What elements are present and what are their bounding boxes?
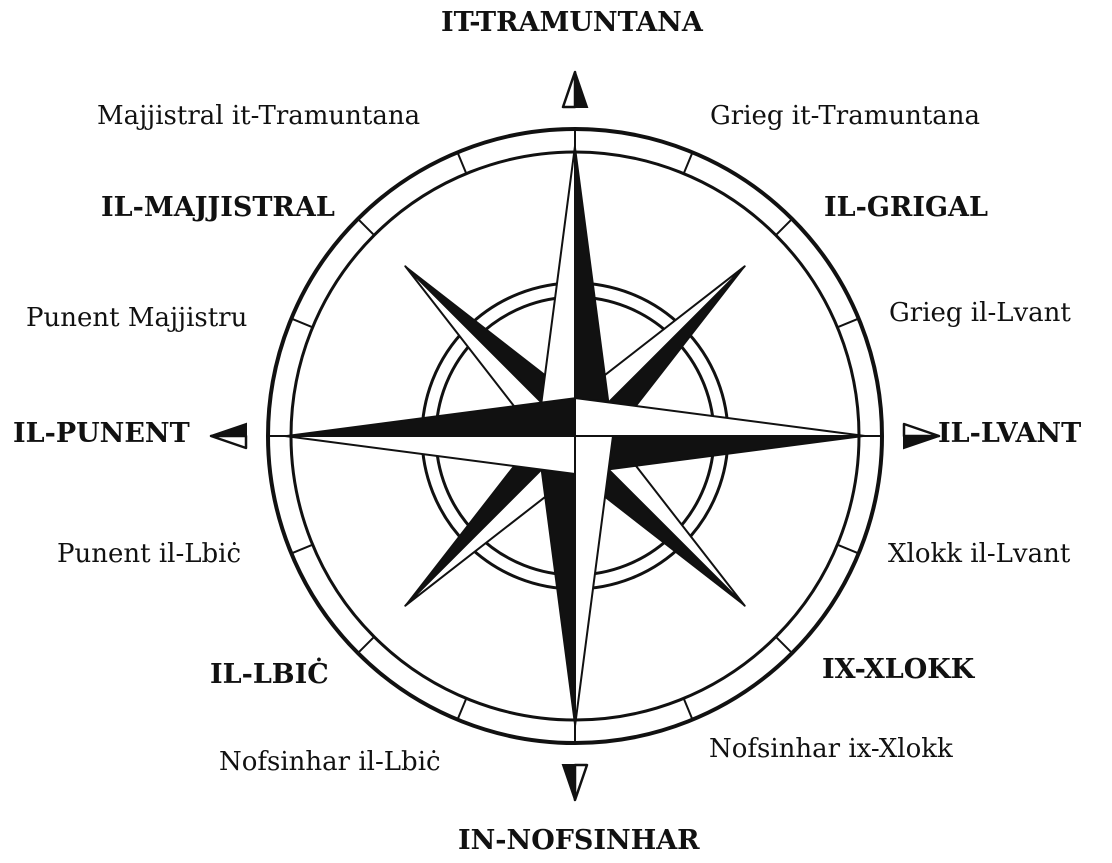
label-east: IL-LVANT	[938, 419, 1081, 449]
tick-mark	[837, 545, 858, 554]
tick-mark	[291, 319, 312, 328]
tick-mark	[684, 698, 693, 719]
cardinal-point-light-half	[537, 146, 575, 436]
arrowhead-west-dark	[211, 424, 246, 436]
cardinal-point-dark-half	[537, 436, 575, 726]
arrowhead-south-dark	[563, 765, 575, 800]
tick-mark	[837, 319, 858, 328]
arrowhead-east-light	[904, 424, 939, 436]
cardinal-point-light-half	[575, 398, 865, 436]
cardinal-point-dark-half	[575, 436, 865, 474]
tick-mark	[458, 152, 467, 173]
label-north: IT-TRAMUNTANA	[441, 8, 703, 38]
tick-mark	[358, 637, 374, 653]
cardinal-point-dark-half	[285, 398, 575, 436]
label-south: IN-NOFSINHAR	[458, 826, 700, 856]
label-south-southwest: Nofsinhar il-Lbiċ	[219, 747, 441, 777]
tick-mark	[458, 698, 467, 719]
label-north-northwest: Majjistral it-Tramuntana	[97, 101, 420, 131]
tick-mark	[358, 219, 374, 235]
arrowhead-north-light	[563, 72, 575, 107]
label-north-northeast: Grieg it-Tramuntana	[710, 101, 980, 131]
arrowhead-south-light	[575, 765, 587, 800]
cardinal-point-light-half	[575, 436, 613, 726]
label-west: IL-PUNENT	[13, 419, 190, 449]
label-southeast: IX-XLOKK	[822, 655, 974, 685]
label-east-southeast: Xlokk il-Lvant	[888, 539, 1070, 569]
arrowhead-west-light	[211, 436, 246, 448]
tick-mark	[776, 637, 792, 653]
label-northwest: IL-MAJJISTRAL	[101, 193, 335, 223]
label-west-northwest: Punent Majjistru	[26, 303, 247, 333]
cardinal-point-light-half	[285, 436, 575, 474]
tick-mark	[291, 545, 312, 554]
label-west-southwest: Punent il-Lbiċ	[57, 539, 241, 569]
label-southwest: IL-LBIĊ	[210, 660, 329, 690]
tick-mark	[684, 152, 693, 173]
label-northeast: IL-GRIGAL	[824, 193, 988, 223]
cardinal-point-dark-half	[575, 146, 613, 436]
label-south-southeast: Nofsinhar ix-Xlokk	[709, 734, 953, 764]
tick-mark	[776, 219, 792, 235]
arrowhead-north-dark	[575, 72, 587, 107]
arrowhead-east-dark	[904, 436, 939, 448]
label-east-northeast: Grieg il-Lvant	[889, 298, 1071, 328]
